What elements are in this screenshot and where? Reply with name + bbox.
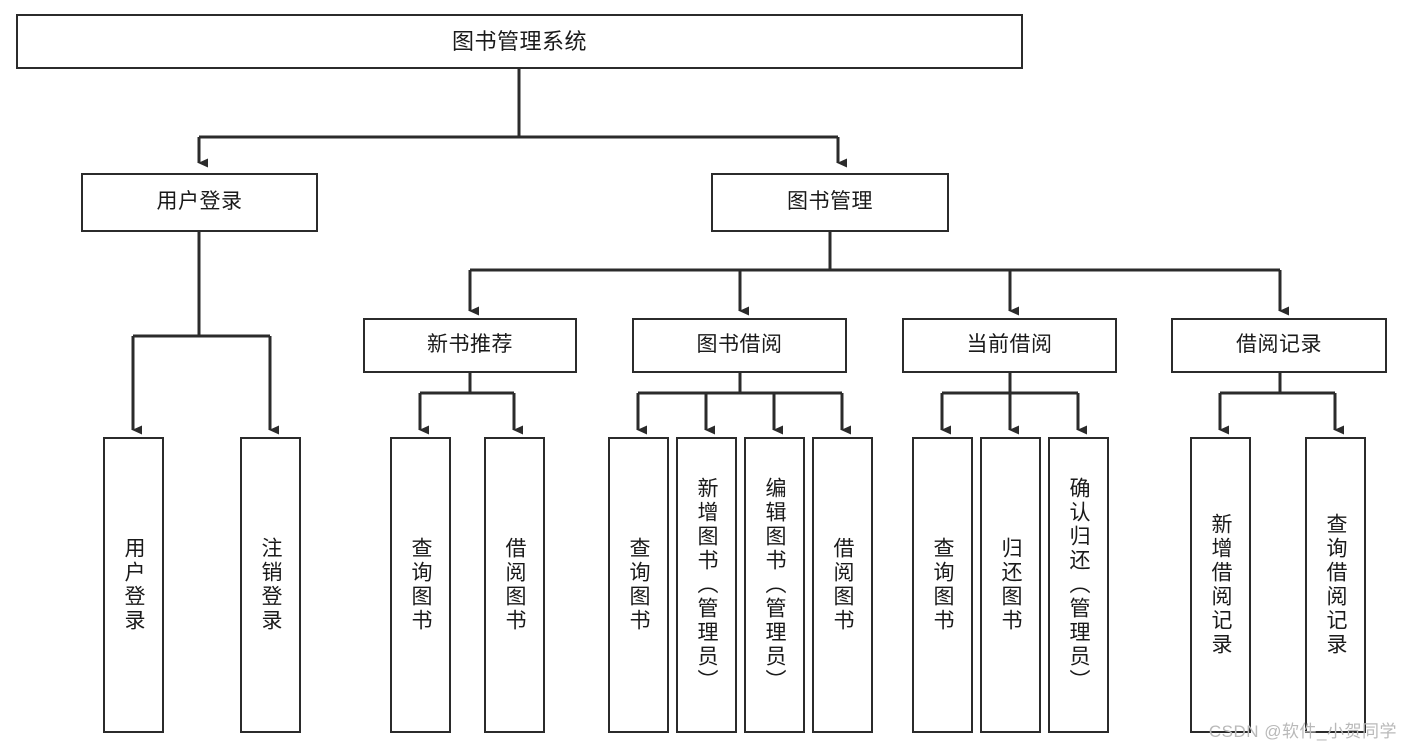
node-leaf-return-book[interactable]: 归还图书 bbox=[980, 437, 1041, 733]
node-book-borrow[interactable]: 图书借阅 bbox=[632, 318, 847, 373]
node-leaf-confirm-return-label: 确认归还（管理员） bbox=[1067, 477, 1090, 693]
node-book-borrow-label: 图书借阅 bbox=[696, 333, 783, 357]
node-leaf-edit-book-label: 编辑图书（管理员） bbox=[763, 477, 786, 693]
node-leaf-query-record[interactable]: 查询借阅记录 bbox=[1305, 437, 1366, 733]
node-leaf-user-login-label: 用户登录 bbox=[122, 537, 145, 633]
node-leaf-user-login[interactable]: 用户登录 bbox=[103, 437, 164, 733]
node-root-label: 图书管理系统 bbox=[451, 28, 587, 54]
node-leaf-query-book-2[interactable]: 查询图书 bbox=[608, 437, 669, 733]
node-leaf-logout-label: 注销登录 bbox=[259, 537, 282, 633]
node-leaf-query-book-1[interactable]: 查询图书 bbox=[390, 437, 451, 733]
node-leaf-edit-book[interactable]: 编辑图书（管理员） bbox=[744, 437, 805, 733]
node-borrow-record[interactable]: 借阅记录 bbox=[1171, 318, 1387, 373]
node-user-login[interactable]: 用户登录 bbox=[81, 173, 318, 232]
node-leaf-add-book[interactable]: 新增图书（管理员） bbox=[676, 437, 737, 733]
node-root[interactable]: 图书管理系统 bbox=[16, 14, 1023, 69]
node-leaf-add-record[interactable]: 新增借阅记录 bbox=[1190, 437, 1251, 733]
node-leaf-query-book-2-label: 查询图书 bbox=[627, 537, 650, 633]
node-leaf-query-book-3-label: 查询图书 bbox=[931, 537, 954, 633]
node-leaf-logout[interactable]: 注销登录 bbox=[240, 437, 301, 733]
node-new-book-recommend-label: 新书推荐 bbox=[427, 333, 513, 357]
node-leaf-query-record-label: 查询借阅记录 bbox=[1324, 513, 1347, 657]
node-new-book-recommend[interactable]: 新书推荐 bbox=[363, 318, 577, 373]
node-leaf-borrow-book-2[interactable]: 借阅图书 bbox=[812, 437, 873, 733]
node-leaf-add-record-label: 新增借阅记录 bbox=[1209, 513, 1232, 657]
node-book-manage[interactable]: 图书管理 bbox=[711, 173, 949, 232]
node-leaf-query-book-1-label: 查询图书 bbox=[409, 537, 432, 633]
node-leaf-borrow-book-1-label: 借阅图书 bbox=[503, 537, 526, 633]
node-user-login-label: 用户登录 bbox=[156, 190, 243, 214]
node-current-borrow-label: 当前借阅 bbox=[966, 333, 1053, 357]
node-current-borrow[interactable]: 当前借阅 bbox=[902, 318, 1117, 373]
node-leaf-return-book-label: 归还图书 bbox=[999, 537, 1022, 633]
node-leaf-query-book-3[interactable]: 查询图书 bbox=[912, 437, 973, 733]
node-leaf-confirm-return[interactable]: 确认归还（管理员） bbox=[1048, 437, 1109, 733]
node-leaf-borrow-book-1[interactable]: 借阅图书 bbox=[484, 437, 545, 733]
node-book-manage-label: 图书管理 bbox=[787, 190, 873, 214]
node-leaf-borrow-book-2-label: 借阅图书 bbox=[831, 537, 854, 633]
node-borrow-record-label: 借阅记录 bbox=[1236, 333, 1322, 357]
node-leaf-add-book-label: 新增图书（管理员） bbox=[695, 477, 718, 693]
